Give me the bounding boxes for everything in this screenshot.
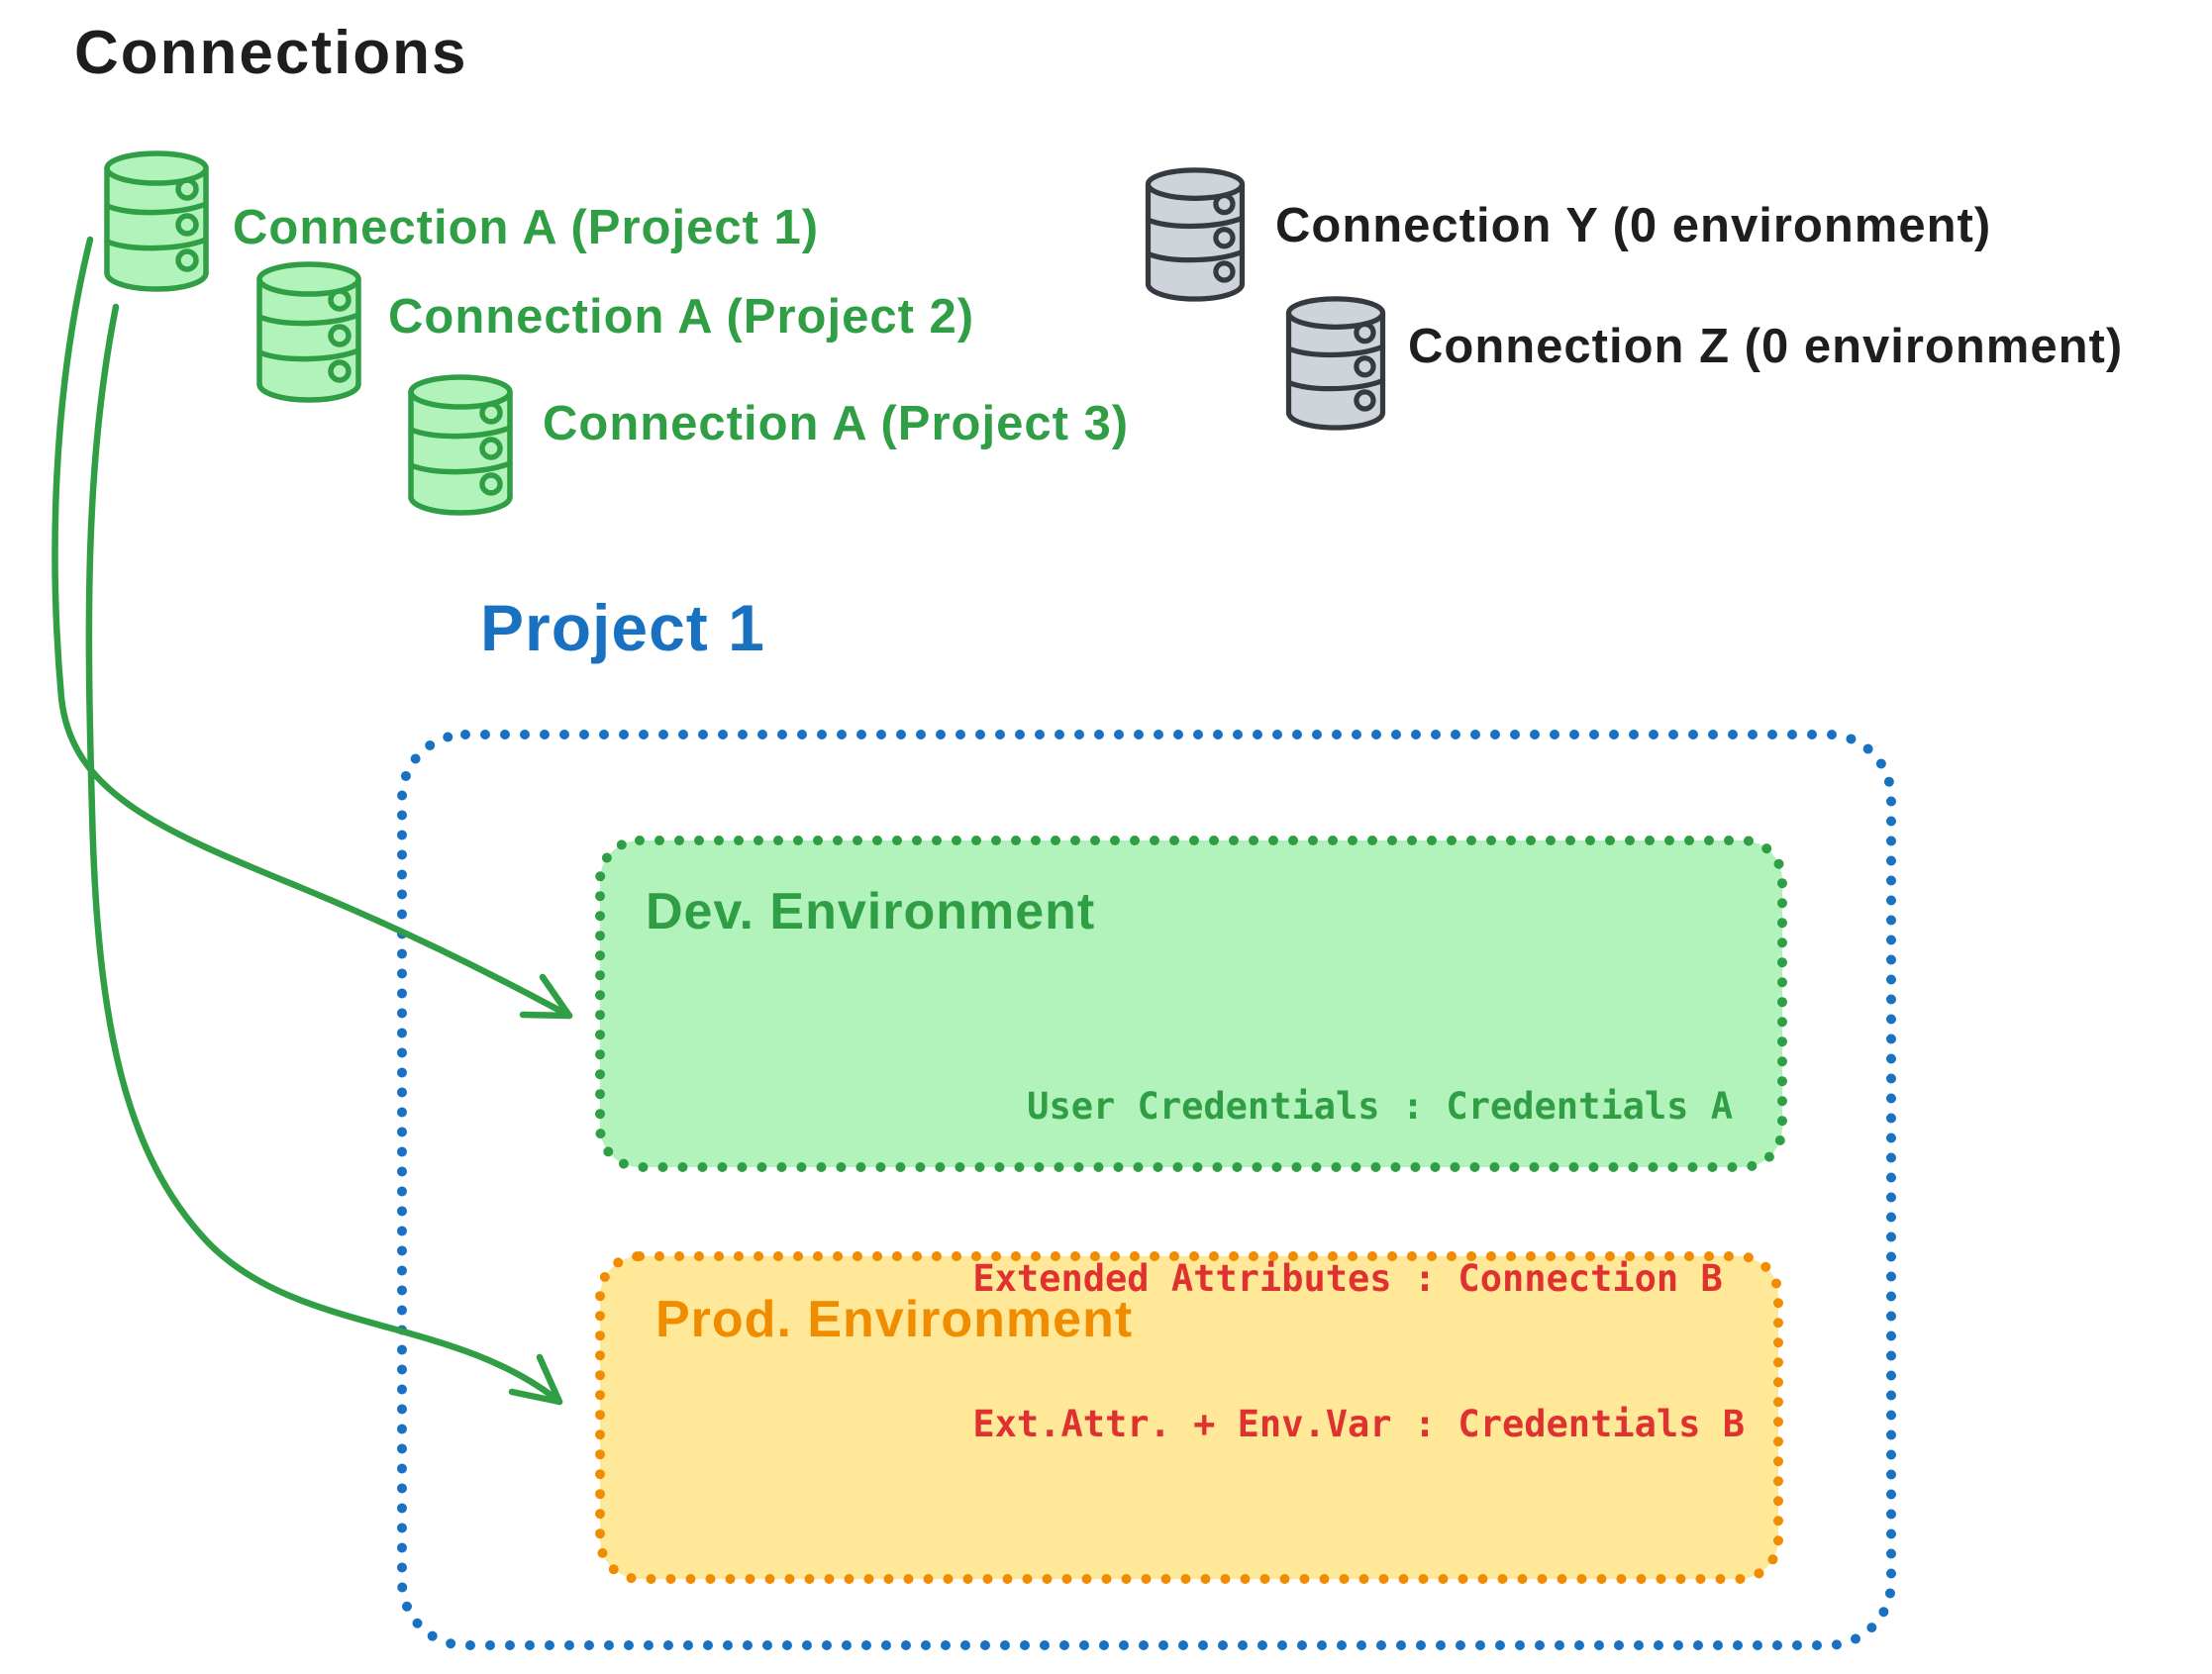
connection-a-project-2-label: Connection A (Project 2) [388,290,975,344]
database-icon-connection-a-project-2 [256,261,361,403]
connections-title: Connections [74,19,468,87]
prod-credentials-text: Extended Attributes : Connection B Ext.A… [972,1158,1745,1545]
connection-a-project-3-label: Connection A (Project 3) [543,397,1130,450]
database-icon-connection-z [1285,296,1386,431]
dev-environment-border [595,836,1787,1172]
connection-z-label: Connection Z (0 environment) [1408,320,2124,373]
dev-environment-title: Dev. Environment [646,883,1096,940]
prod-environment-title: Prod. Environment [655,1291,1134,1348]
prod-environment-border [595,1251,1783,1584]
dev-credentials-text: User Credentials : Credentials A [1027,1085,1733,1128]
database-icon-connection-a-project-3 [408,374,513,516]
project-1-title: Project 1 [480,591,765,664]
prod-credentials-line-2: Ext.Attr. + Env.Var : Credentials B [972,1402,1745,1445]
connection-a-project-1-label: Connection A (Project 1) [233,201,820,254]
connection-y-label: Connection Y (0 environment) [1275,199,1992,252]
dev-environment-box: Dev. Environment User Credentials : Cred… [594,835,1788,1173]
database-icon-connection-y [1145,167,1246,302]
prod-environment-box: Prod. Environment Extended Attributes : … [594,1250,1784,1585]
database-icon-connection-a-project-1 [104,150,209,292]
prod-credentials-line-1: Extended Attributes : Connection B [972,1257,1723,1301]
